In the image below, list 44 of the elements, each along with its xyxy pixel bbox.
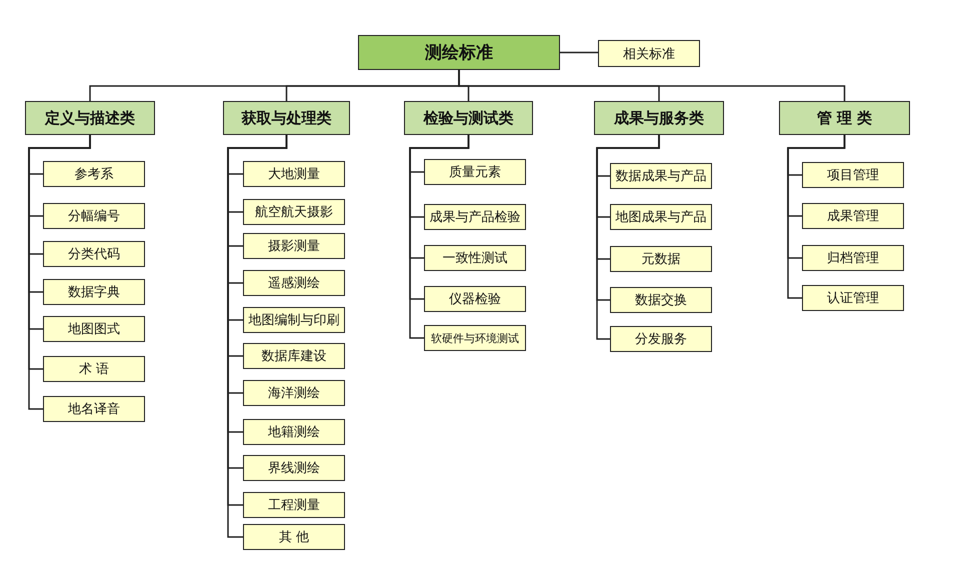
- item-box: 参考系: [43, 161, 145, 187]
- item-box: 分类代码: [43, 241, 145, 267]
- item-box: 数据成果与产品: [610, 163, 712, 189]
- connector-line: [458, 70, 846, 101]
- item-box: 归档管理: [802, 245, 904, 271]
- connector-line: [787, 135, 846, 299]
- item-box: 数据库建设: [243, 343, 345, 369]
- item-box: 数据字典: [43, 279, 145, 305]
- item-box: 分发服务: [610, 326, 712, 352]
- item-box: 分幅编号: [43, 203, 145, 229]
- category-box: 管 理 类: [779, 101, 910, 135]
- item-box: 术 语: [43, 356, 145, 382]
- item-box: 软硬件与环境测试: [424, 325, 526, 351]
- item-box: 界线测绘: [243, 455, 345, 481]
- item-box: 地图图式: [43, 316, 145, 342]
- category-box: 获取与处理类: [223, 101, 350, 135]
- item-box: 成果与产品检验: [424, 204, 526, 230]
- connector-line: [596, 135, 660, 340]
- item-box: 仪器检验: [424, 286, 526, 312]
- category-box: 成果与服务类: [594, 101, 724, 135]
- item-box: 工程测量: [243, 492, 345, 518]
- item-box: 海洋测绘: [243, 380, 345, 406]
- item-box: 一致性测试: [424, 245, 526, 271]
- item-box: 大地测量: [243, 161, 345, 187]
- item-box: 数据交换: [610, 287, 712, 313]
- item-box: 项目管理: [802, 162, 904, 188]
- item-box: 地名译音: [43, 396, 145, 422]
- category-box: 定义与描述类: [25, 101, 155, 135]
- item-box: 其 他: [243, 524, 345, 550]
- item-box: 航空航天摄影: [243, 199, 345, 225]
- item-box: 元数据: [610, 246, 712, 272]
- category-box: 检验与测试类: [404, 101, 533, 135]
- connector-line: [409, 135, 470, 339]
- item-box: 摄影测量: [243, 233, 345, 259]
- root-box: 测绘标准: [358, 35, 560, 70]
- item-box: 地图成果与产品: [610, 204, 712, 230]
- related-box: 相关标准: [598, 40, 700, 67]
- item-box: 成果管理: [802, 203, 904, 229]
- item-box: 质量元素: [424, 159, 526, 185]
- connector-line: [560, 52, 598, 54]
- item-box: 地图编制与印刷: [243, 307, 345, 333]
- item-box: 认证管理: [802, 285, 904, 311]
- item-box: 遥感测绘: [243, 270, 345, 296]
- item-box: 地籍测绘: [243, 419, 345, 445]
